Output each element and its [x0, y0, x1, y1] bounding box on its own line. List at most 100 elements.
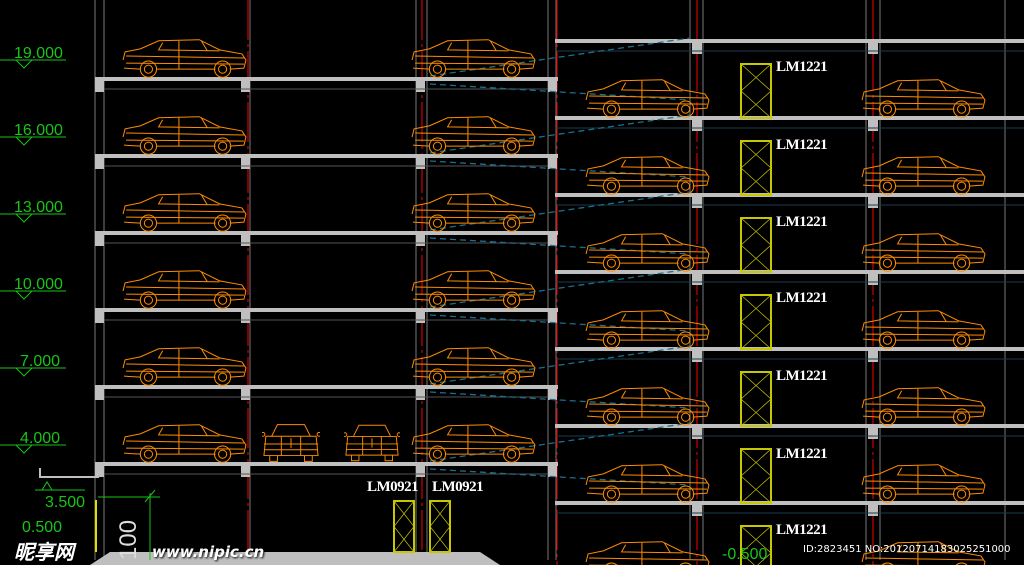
level-mark [0, 367, 66, 377]
beam [548, 234, 557, 246]
level-13: 13.000 [14, 199, 63, 216]
door [740, 63, 772, 119]
dimension-line [98, 489, 160, 560]
beam [692, 350, 702, 362]
door [740, 448, 772, 504]
door-swing [393, 500, 415, 553]
door-label: LM1221 [776, 59, 828, 75]
floor-slab [555, 193, 1024, 197]
beam [95, 465, 104, 477]
beam [548, 157, 557, 169]
beam [548, 80, 557, 92]
floor-slab [95, 77, 558, 81]
car-side-view [585, 79, 710, 118]
door [740, 371, 772, 427]
door [740, 217, 772, 273]
door-swing [740, 140, 772, 196]
beam [416, 311, 425, 323]
car-side-view [122, 39, 247, 78]
level-4: 4.000 [20, 430, 61, 447]
floor-slab [555, 424, 1024, 428]
car-side-view [122, 270, 247, 309]
door-label: LM1221 [776, 214, 828, 230]
beam [692, 427, 702, 439]
car-side-view [585, 156, 710, 195]
beam [868, 504, 878, 516]
door-label: LM0921 [432, 479, 484, 495]
car-side-view [122, 116, 247, 155]
watermark-logo: 昵享网 [14, 540, 74, 564]
beam [241, 311, 250, 323]
car-side-view [411, 347, 536, 386]
beam [868, 427, 878, 439]
door-label: LM1221 [776, 368, 828, 384]
door-swing [740, 63, 772, 119]
car-front-view [262, 424, 320, 462]
car-side-view [411, 39, 536, 78]
beam [868, 42, 878, 54]
ramp-line [429, 314, 691, 332]
beam [241, 157, 250, 169]
level-mark [0, 290, 66, 300]
level-mark [0, 444, 66, 454]
beam [692, 273, 702, 285]
beam [548, 311, 557, 323]
car-side-view [585, 541, 710, 565]
floor-slab [555, 116, 1024, 120]
floor-slab [95, 231, 558, 235]
car-side-view [122, 347, 247, 386]
car-side-view [585, 464, 710, 503]
beam [241, 465, 250, 477]
level-mark [35, 481, 85, 491]
watermark-url: www.nipic.cn [152, 543, 265, 561]
car-side-view [122, 424, 247, 463]
floor-slab [95, 154, 558, 158]
beam [416, 234, 425, 246]
level-3-5: 3.500 [45, 494, 86, 511]
beam [868, 350, 878, 362]
floor-slab [555, 39, 1024, 43]
level-minus-0-5: -0.500 [722, 546, 768, 563]
beam [416, 465, 425, 477]
beam [95, 157, 104, 169]
car-side-view [122, 193, 247, 232]
beam [95, 388, 104, 400]
beam [416, 388, 425, 400]
door-label: LM1221 [776, 137, 828, 153]
level-mark [0, 213, 66, 223]
beam [548, 388, 557, 400]
beam [692, 196, 702, 208]
beam [95, 234, 104, 246]
beam [868, 119, 878, 131]
car-side-view [585, 233, 710, 272]
beam [868, 273, 878, 285]
car-side-view [585, 310, 710, 349]
floor-slab [95, 308, 558, 312]
car-side-view [411, 116, 536, 155]
door-swing [740, 217, 772, 273]
ground-step [39, 465, 99, 478]
door-label: LM1221 [776, 290, 828, 306]
level-19: 19.000 [14, 45, 63, 62]
image-id: ID:2823451 NO:20120714183025251000 [803, 544, 1011, 555]
door [740, 140, 772, 196]
ramp-line [429, 468, 691, 486]
beam [95, 311, 104, 323]
beam [692, 42, 702, 54]
level-mark [0, 59, 66, 69]
floor-slab [555, 270, 1024, 274]
door-label: LM1221 [776, 446, 828, 462]
beam [692, 504, 702, 516]
level-mark [0, 136, 66, 146]
door [740, 294, 772, 350]
ramp-line [429, 160, 691, 178]
door [393, 500, 415, 553]
door [429, 500, 451, 553]
car-side-view [411, 270, 536, 309]
beam [241, 388, 250, 400]
floor-slab [555, 501, 1024, 505]
beam [416, 80, 425, 92]
door-label: LM0921 [367, 479, 419, 495]
